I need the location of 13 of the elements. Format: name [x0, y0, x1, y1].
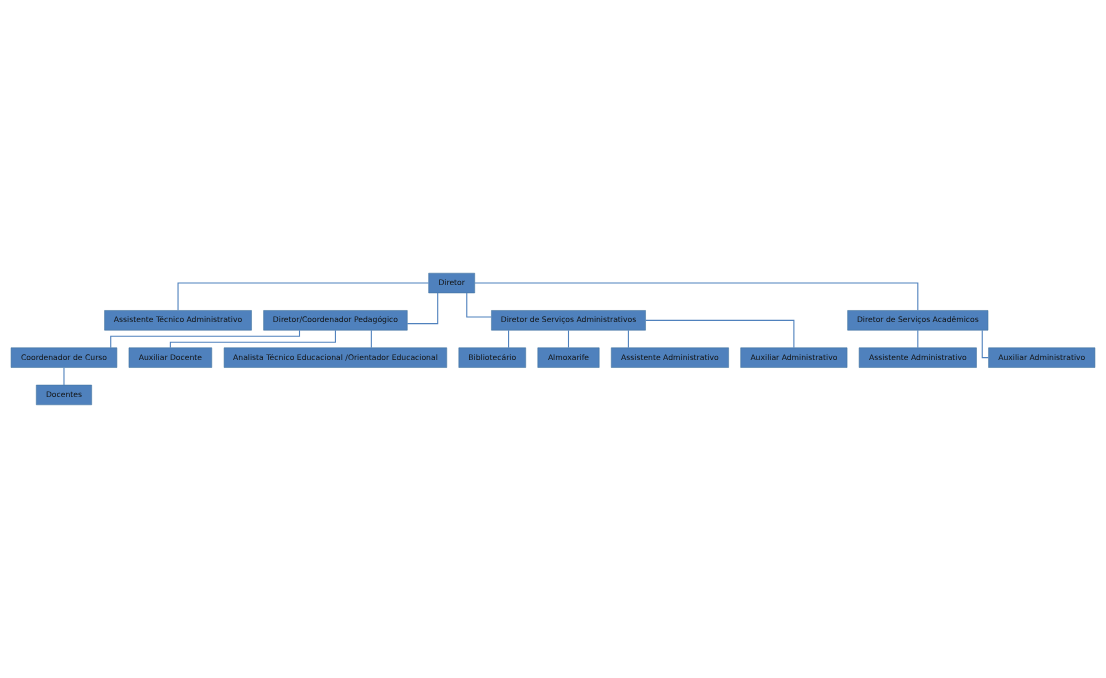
- connector: [63, 367, 65, 386]
- connector: [466, 292, 492, 318]
- connector: [370, 329, 372, 349]
- connector: [917, 329, 919, 349]
- connector: [474, 282, 919, 311]
- connector: [110, 329, 301, 349]
- connector: [406, 292, 439, 325]
- connector: [567, 329, 570, 349]
- connector: [645, 319, 795, 349]
- connector: [177, 282, 430, 311]
- connector: [981, 329, 989, 359]
- connector: [508, 329, 510, 349]
- connector: [627, 329, 629, 349]
